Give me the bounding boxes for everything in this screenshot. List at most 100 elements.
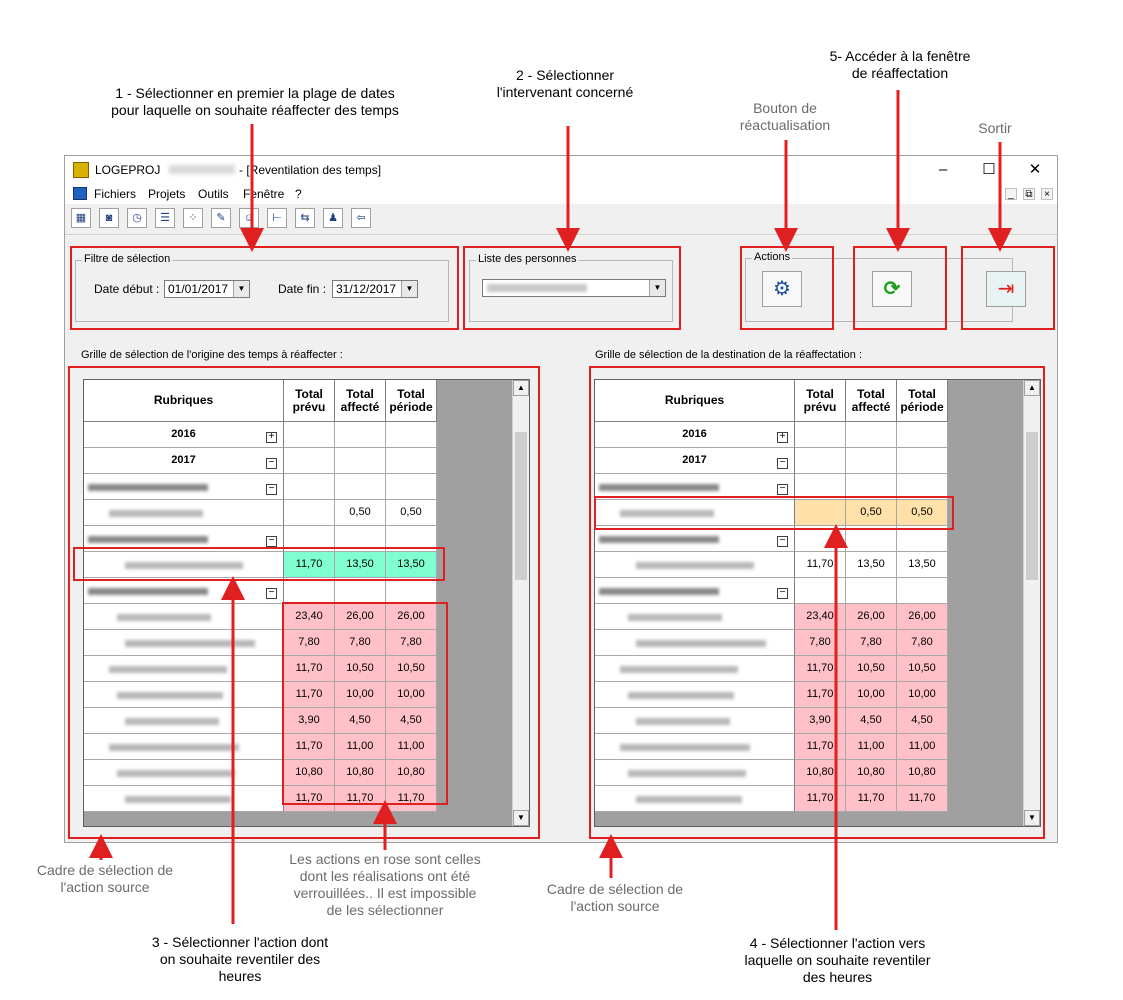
destination-row-label[interactable] (595, 630, 795, 656)
end-date-picker[interactable]: 31/12/2017 ▼ (332, 280, 418, 298)
source-row-label[interactable] (84, 630, 284, 656)
source-cell-periode[interactable] (386, 578, 437, 604)
destination-cell-affecte[interactable]: 13,50 (846, 552, 897, 578)
destination-cell-periode[interactable]: 13,50 (897, 552, 948, 578)
source-row-label[interactable] (84, 552, 284, 578)
source-cell-affecte[interactable] (335, 422, 386, 448)
destination-cell-periode[interactable] (897, 448, 948, 474)
destination-row-label[interactable] (595, 708, 795, 734)
scroll-up-icon[interactable]: ▲ (1024, 380, 1040, 396)
destination-row-label[interactable]: − (595, 526, 795, 552)
scroll-thumb[interactable] (515, 432, 527, 580)
scroll-down-icon[interactable]: ▼ (1024, 810, 1040, 826)
source-cell-prevu[interactable] (284, 422, 335, 448)
source-row-label[interactable]: 2017− (84, 448, 284, 474)
source-cell-prevu[interactable] (284, 474, 335, 500)
menu-projets[interactable]: Projets (148, 187, 186, 201)
source-row-label[interactable] (84, 786, 284, 812)
destination-cell-affecte[interactable] (846, 422, 897, 448)
destination-row-label[interactable]: − (595, 578, 795, 604)
destination-cell-periode[interactable] (897, 474, 948, 500)
exit-button[interactable]: ⇥ (986, 271, 1026, 307)
expand-icon[interactable]: + (266, 432, 277, 443)
chevron-down-icon[interactable]: ▼ (649, 280, 665, 296)
actions-button[interactable]: ⚙ (762, 271, 802, 307)
destination-row-label[interactable] (595, 656, 795, 682)
destination-row-label[interactable]: 2017− (595, 448, 795, 474)
mdi-restore-button[interactable]: ⧉ (1023, 188, 1035, 200)
destination-cell-periode[interactable] (897, 526, 948, 552)
tree-icon[interactable]: ⊢ (267, 208, 287, 228)
menu-help[interactable]: ? (295, 187, 302, 201)
refresh-button[interactable]: ⟳ (872, 271, 912, 307)
table-icon[interactable]: ▦ (71, 208, 91, 228)
destination-cell-affecte[interactable]: 0,50 (846, 500, 897, 526)
destination-cell-periode[interactable] (897, 578, 948, 604)
camera-icon[interactable]: ◙ (99, 208, 119, 228)
chevron-down-icon[interactable]: ▼ (401, 281, 417, 297)
chevron-down-icon[interactable]: ▼ (233, 281, 249, 297)
mdi-minimize-button[interactable]: _ (1005, 188, 1017, 200)
source-cell-prevu[interactable]: 11,70 (284, 552, 335, 578)
source-cell-affecte[interactable] (335, 474, 386, 500)
collapse-icon[interactable]: − (266, 458, 277, 469)
person-icon[interactable]: ♟ (323, 208, 343, 228)
source-vertical-scrollbar[interactable]: ▲▼ (512, 380, 529, 826)
source-cell-affecte[interactable] (335, 448, 386, 474)
source-row-label[interactable] (84, 760, 284, 786)
close-button[interactable]: ✕ (1028, 161, 1042, 178)
destination-row-label[interactable]: − (595, 474, 795, 500)
destination-cell-prevu[interactable] (795, 474, 846, 500)
destination-row-label[interactable] (595, 682, 795, 708)
scroll-thumb[interactable] (1026, 432, 1038, 580)
collapse-icon[interactable]: − (777, 536, 788, 547)
source-row-label[interactable] (84, 708, 284, 734)
source-cell-periode[interactable] (386, 448, 437, 474)
destination-row-label[interactable] (595, 604, 795, 630)
handshake-icon[interactable]: ✎ (211, 208, 231, 228)
scroll-down-icon[interactable]: ▼ (513, 810, 529, 826)
mdi-close-button[interactable]: × (1041, 188, 1053, 200)
destination-cell-periode[interactable]: 0,50 (897, 500, 948, 526)
source-cell-periode[interactable]: 0,50 (386, 500, 437, 526)
destination-row-label[interactable] (595, 734, 795, 760)
start-date-picker[interactable]: 01/01/2017 ▼ (164, 280, 250, 298)
menu-fichiers[interactable]: Fichiers (94, 187, 137, 201)
destination-cell-affecte[interactable] (846, 474, 897, 500)
source-row-label[interactable] (84, 500, 284, 526)
person-select[interactable]: ▼ (482, 279, 666, 297)
destination-cell-affecte[interactable] (846, 578, 897, 604)
collapse-icon[interactable]: − (777, 458, 788, 469)
expand-icon[interactable]: + (777, 432, 788, 443)
source-cell-affecte[interactable]: 0,50 (335, 500, 386, 526)
collapse-icon[interactable]: − (266, 588, 277, 599)
destination-row-label[interactable] (595, 552, 795, 578)
destination-cell-prevu[interactable] (795, 422, 846, 448)
source-cell-prevu[interactable] (284, 500, 335, 526)
destination-row-label[interactable]: 2016+ (595, 422, 795, 448)
collapse-icon[interactable]: − (266, 484, 277, 495)
source-cell-prevu[interactable] (284, 448, 335, 474)
source-cell-periode[interactable] (386, 422, 437, 448)
source-cell-periode[interactable] (386, 474, 437, 500)
source-cell-affecte[interactable]: 13,50 (335, 552, 386, 578)
transfer-icon[interactable]: ⇆ (295, 208, 315, 228)
list-icon[interactable]: ☰ (155, 208, 175, 228)
collapse-icon[interactable]: − (266, 536, 277, 547)
scroll-up-icon[interactable]: ▲ (513, 380, 529, 396)
timer-icon[interactable]: ◷ (127, 208, 147, 228)
destination-cell-affecte[interactable] (846, 448, 897, 474)
destination-cell-periode[interactable] (897, 422, 948, 448)
destination-vertical-scrollbar[interactable]: ▲▼ (1023, 380, 1040, 826)
destination-row-label[interactable] (595, 760, 795, 786)
source-row-label[interactable] (84, 682, 284, 708)
network-icon[interactable]: ⁘ (183, 208, 203, 228)
destination-cell-prevu[interactable] (795, 500, 846, 526)
source-row-label[interactable] (84, 656, 284, 682)
menu-outils[interactable]: Outils (198, 187, 229, 201)
source-row-label[interactable]: 2016+ (84, 422, 284, 448)
destination-cell-prevu[interactable] (795, 448, 846, 474)
destination-row-label[interactable] (595, 500, 795, 526)
collapse-icon[interactable]: − (777, 588, 788, 599)
destination-row-label[interactable] (595, 786, 795, 812)
